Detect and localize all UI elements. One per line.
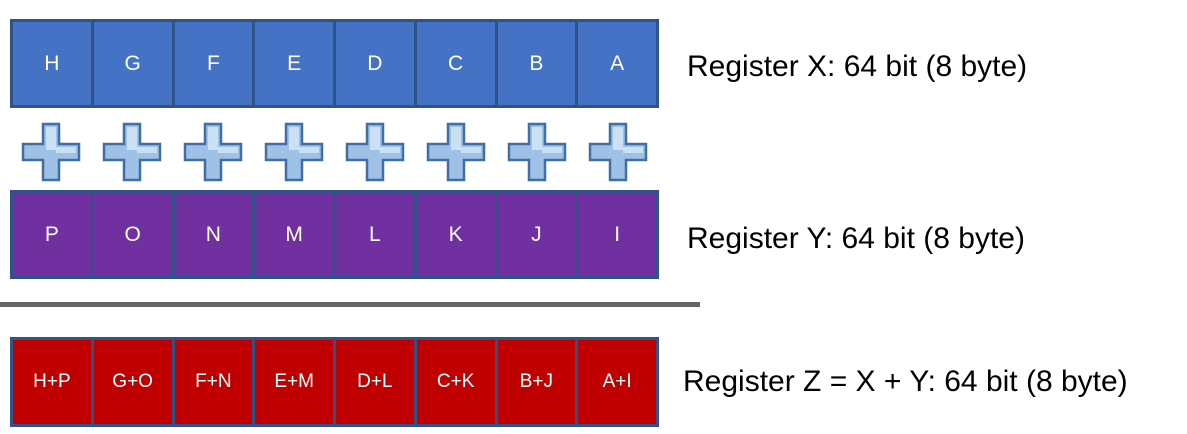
register-y-label: Register Y: 64 bit (8 byte) (687, 222, 1025, 255)
register-y-byte-o: O (94, 193, 175, 276)
plus-icon (578, 117, 659, 187)
register-y-byte-i: I (614, 222, 621, 246)
register-z-label: Register Z = X + Y: 64 bit (8 byte) (683, 365, 1128, 398)
register-x-byte-g: G (94, 22, 175, 105)
register-z-byte-6: G+O (94, 340, 175, 424)
register-x-byte-d: D (336, 22, 417, 105)
plus-icon (10, 117, 91, 187)
register-z-byte-5: F+N (175, 340, 256, 424)
register-z: H+P G+O F+N E+M D+L C+K B+J A+I (10, 337, 659, 427)
register-y-byte-m: M (255, 193, 336, 276)
register-z-byte-7: H+P (13, 340, 94, 424)
plus-icon (91, 117, 172, 187)
register-x: H G F E D C B A (10, 19, 659, 108)
register-x-byte-b: B (498, 22, 579, 105)
plus-icon (172, 117, 253, 187)
register-y-byte-k: K (417, 193, 498, 276)
register-x-byte-e: E (255, 22, 336, 105)
register-x-byte-c: C (417, 22, 498, 105)
register-y-byte-j: J (498, 193, 579, 276)
register-x-label: Register X: 64 bit (8 byte) (687, 50, 1028, 83)
plus-icon (416, 117, 497, 187)
register-y: P O N M L K J I (10, 190, 659, 279)
plus-icon (335, 117, 416, 187)
register-z-byte-0: A+I (602, 371, 632, 392)
plus-icon (497, 117, 578, 187)
register-x-byte-f: F (175, 22, 256, 105)
register-z-byte-4: E+M (255, 340, 336, 424)
register-y-byte-p: P (13, 193, 94, 276)
register-z-byte-2: C+K (417, 340, 498, 424)
plus-operator-row (10, 117, 659, 187)
register-y-byte-l: L (336, 193, 417, 276)
result-divider (0, 302, 700, 307)
register-x-byte-h: H (13, 22, 94, 105)
register-y-byte-n: N (175, 193, 256, 276)
plus-icon (253, 117, 334, 187)
register-z-byte-3: D+L (336, 340, 417, 424)
register-z-byte-1: B+J (498, 340, 579, 424)
register-x-byte-a: A (610, 51, 625, 75)
